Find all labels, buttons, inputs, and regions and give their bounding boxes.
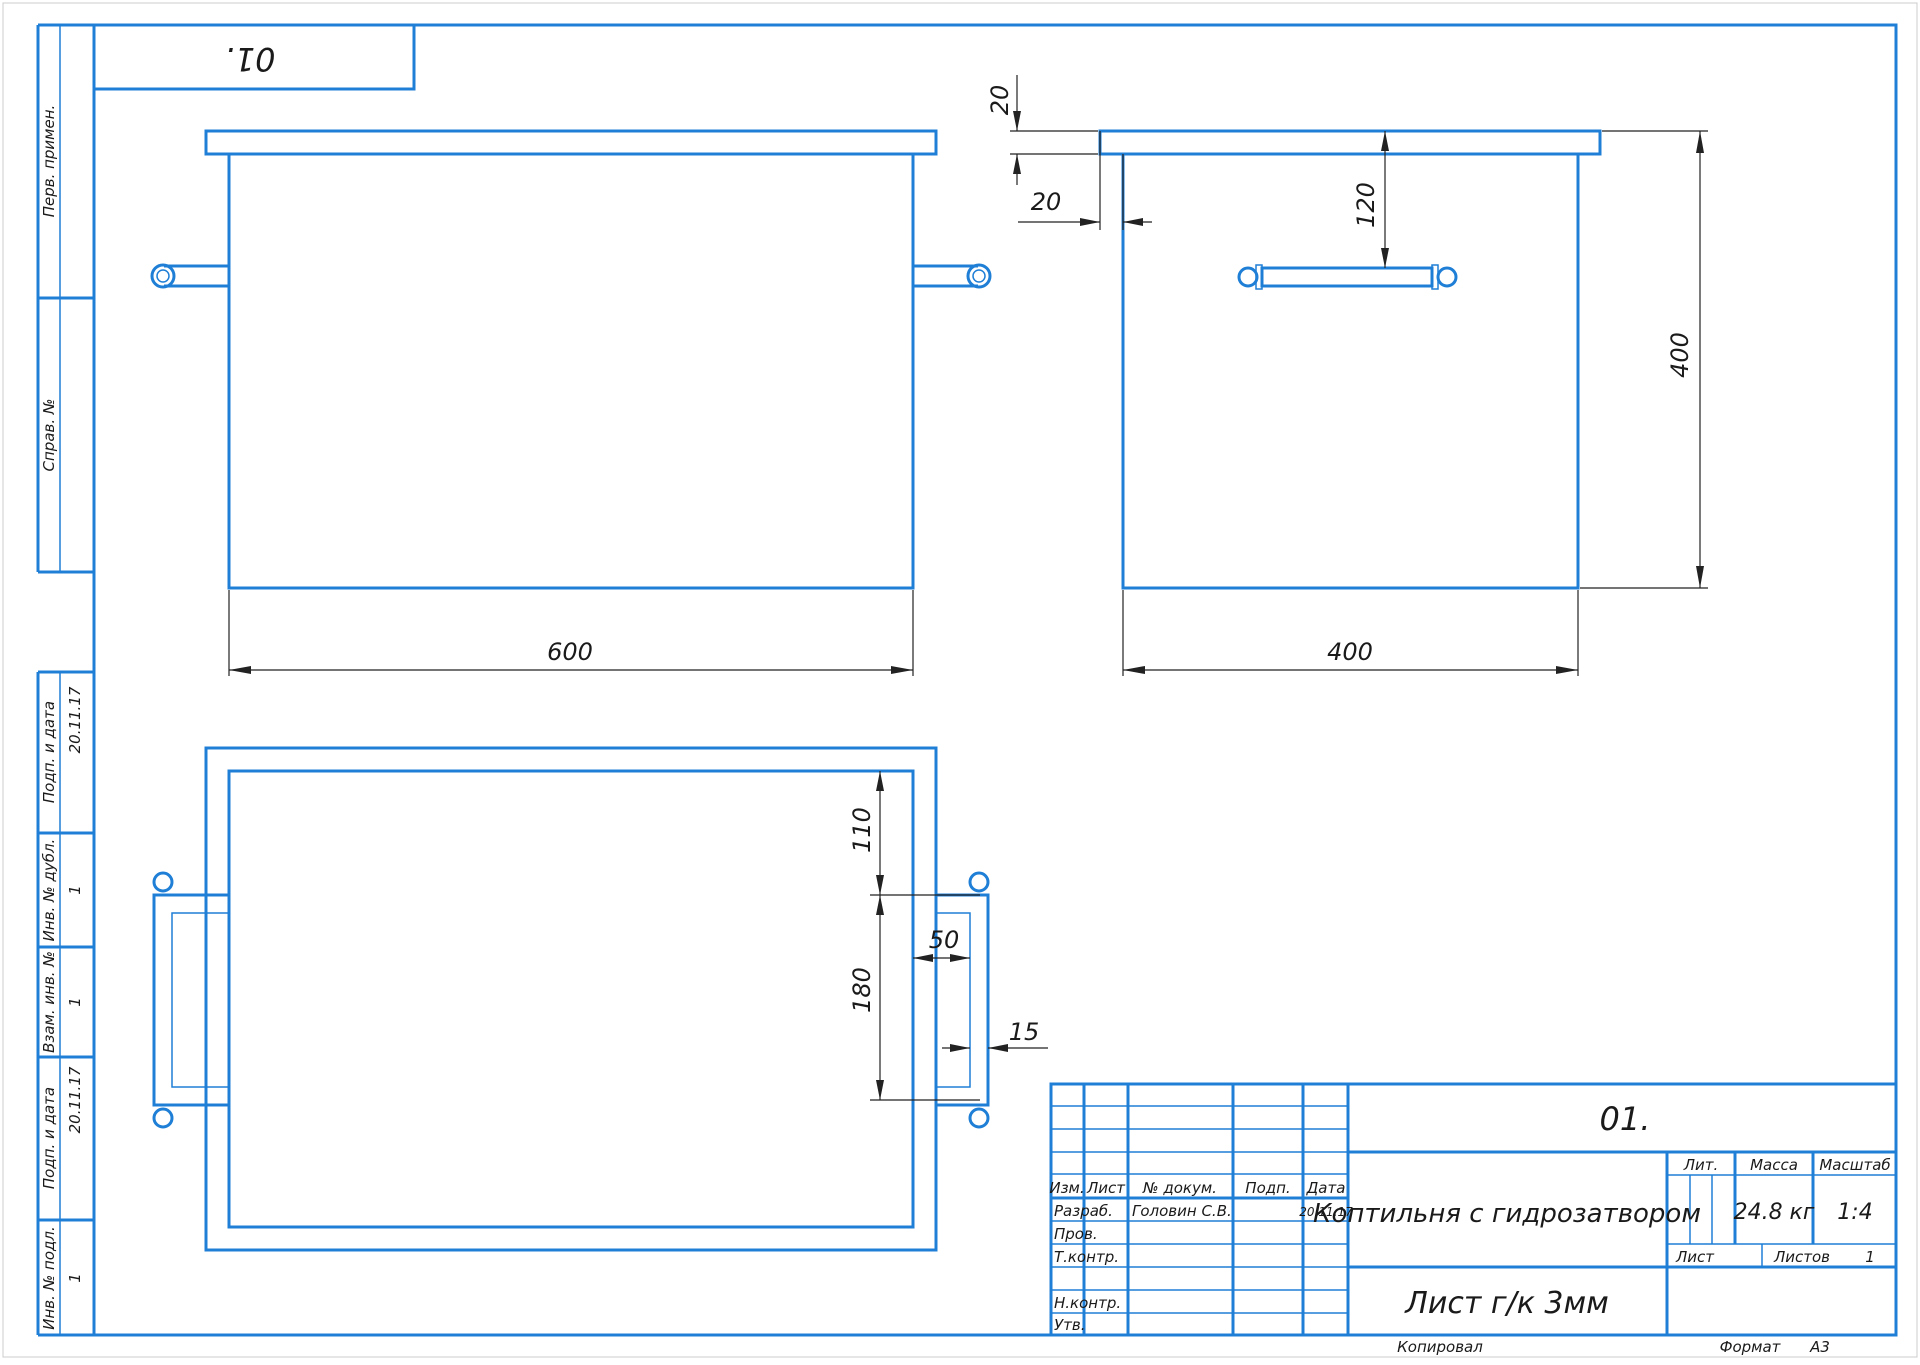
code-box: [92, 23, 416, 91]
inner-frame: [92, 23, 1898, 1337]
sheet-frame: [36, 23, 1898, 1337]
tb-header-masshtab: Масштаб: [1819, 1156, 1890, 1174]
side-value-inv-dubl: 1: [66, 885, 84, 895]
front-handle-right-knob: [966, 263, 992, 289]
tb-scale-value: 1:4: [1837, 1200, 1872, 1225]
dim-handle-depth: 50: [929, 926, 960, 954]
front-lid: [204, 129, 938, 156]
side-value-inv-podl: 1: [66, 1273, 84, 1283]
dim-lid-thickness: 20: [986, 85, 1014, 116]
dim-top-handle-span: 180: [848, 967, 876, 1013]
top-handle-left: [152, 893, 231, 1107]
dim-handle-offset: 120: [1352, 182, 1380, 228]
front-view: 600: [150, 129, 992, 676]
dim-top-handle-offset: 110: [848, 807, 876, 853]
top-inner: [227, 769, 915, 1229]
tb-header-podp: Подп.: [1245, 1179, 1290, 1197]
tb-date: 20.11.17: [1299, 1205, 1353, 1219]
side-lid: [1098, 129, 1602, 156]
tb-footer-copied: Копировал: [1397, 1338, 1483, 1356]
tb-developer: Головин С.В.: [1132, 1202, 1232, 1220]
tb-row-razrab: Разраб.: [1054, 1202, 1113, 1220]
front-body: [227, 152, 915, 590]
side-value-vzam-inv: 1: [66, 997, 84, 1007]
dim-handle-wire: 15: [1009, 1018, 1040, 1046]
side-label-inv-podl: Инв. № подл.: [40, 1226, 58, 1329]
front-handle-left-knob: [150, 263, 176, 289]
tb-header-list: Лист: [1086, 1179, 1126, 1197]
tb-row-prov: Пров.: [1054, 1225, 1098, 1243]
side-label-inv-dubl: Инв. № дубл.: [40, 839, 58, 942]
dim-side-width: 400: [1327, 638, 1373, 666]
side-body: [1121, 152, 1580, 590]
title-block-frame: [1049, 1082, 1898, 1337]
side-handle-knob-right: [1436, 266, 1458, 288]
tb-header-izm: Изм.: [1049, 1179, 1084, 1197]
side-value-podp-data-bottom: 20.11.17: [66, 1066, 84, 1133]
rotated-code-text: 01.: [225, 40, 276, 78]
side-handle-bar: [1260, 266, 1434, 288]
tb-sheets-total: 1: [1865, 1248, 1875, 1266]
side-handle-knob-left: [1237, 266, 1259, 288]
side-labels: Перв. примен. Справ. № Подп. и дата 20.1…: [40, 40, 275, 1330]
side-label-sprav-no: Справ. №: [40, 399, 58, 472]
tb-row-utv: Утв.: [1054, 1316, 1086, 1334]
tb-header-data: Дата: [1306, 1179, 1346, 1197]
tb-header-lit: Лит.: [1683, 1156, 1719, 1174]
tb-material: Лист г/к 3мм: [1404, 1286, 1608, 1321]
dim-lid-overhang: 20: [1031, 188, 1062, 216]
tb-doc-number: 01.: [1600, 1100, 1651, 1138]
side-label-podp-data-bottom: Подп. и дата: [40, 1087, 58, 1189]
tb-header-massa: Масса: [1750, 1156, 1798, 1174]
dim-front-width: 600: [547, 638, 593, 666]
tb-footer-format-value: А3: [1809, 1338, 1830, 1356]
side-view: 20 20 120 400 400: [986, 75, 1708, 676]
tb-title: Коптильня с гидрозатвором: [1313, 1199, 1701, 1229]
tb-footer-format-label: Формат: [1720, 1338, 1782, 1356]
tb-header-list2: Лист: [1675, 1248, 1715, 1266]
tb-header-no-dokum: № докум.: [1142, 1179, 1217, 1197]
side-label-perv-primen: Перв. примен.: [40, 105, 58, 218]
tb-row-tkontr: Т.контр.: [1054, 1248, 1119, 1266]
dim-side-height: 400: [1666, 332, 1694, 378]
tb-header-listov: Листов: [1773, 1248, 1830, 1266]
side-label-podp-data-top: Подп. и дата: [40, 701, 58, 803]
tb-row-nkontr: Н.контр.: [1054, 1294, 1121, 1312]
tb-mass-value: 24.8 кг: [1734, 1200, 1815, 1225]
side-value-podp-data-top: 20.11.17: [66, 686, 84, 753]
side-label-vzam-inv: Взам. инв. №: [40, 951, 58, 1053]
title-block: Изм. Лист № докум. Подп. Дата Разраб. Пр…: [1049, 1082, 1898, 1356]
top-view: 110 180 50 15: [152, 746, 1048, 1252]
top-outer: [204, 746, 938, 1252]
